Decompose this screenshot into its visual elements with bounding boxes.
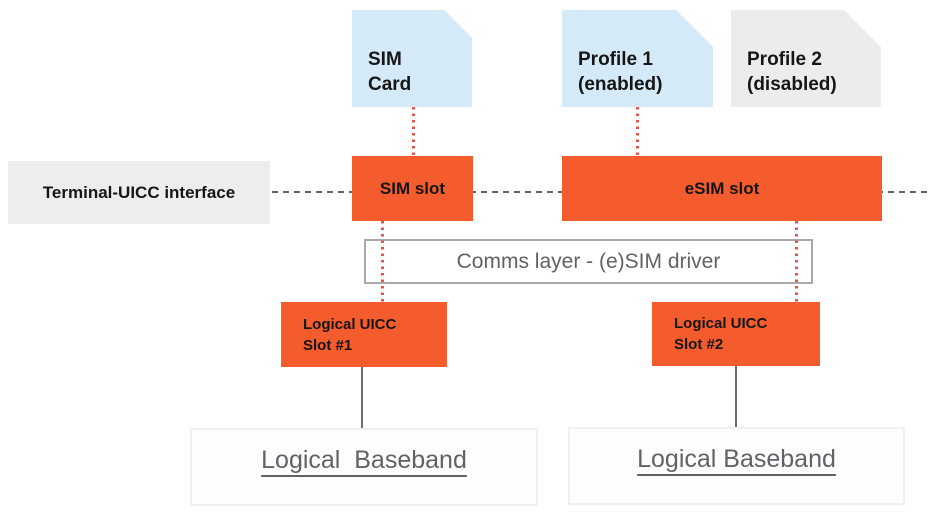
sim-card-label: SIM Card [368, 48, 412, 95]
logical-uicc-slot-1-node: Logical UICC Slot #1 [281, 302, 447, 367]
logical-uicc-slot-1-label: Logical UICC Slot #1 [303, 315, 397, 354]
logical-baseband-2-node: Logical Baseband [568, 427, 905, 505]
esim-slot-node: eSIM slot [562, 156, 882, 221]
esim-slot-label: eSIM slot [684, 178, 760, 198]
logical-uicc-slot-2-node: Logical UICC Slot #2 [652, 302, 820, 366]
connector-slot-2-to-baseband-2 [735, 366, 737, 427]
logical-uicc-slot-2-label: Logical UICC Slot #2 [674, 315, 768, 353]
comms-layer-node: Comms layer - (e)SIM driver [364, 239, 813, 284]
terminal-uicc-interface-label: Terminal-UICC interface [8, 161, 270, 224]
profile-1-label: Profile 1 (enabled) [578, 48, 663, 95]
profile-2-label: Profile 2 (disabled) [747, 48, 837, 95]
logical-baseband-2-label: Logical Baseband [637, 445, 836, 473]
connector-sim-slot-to-logical-uicc-slot-1 [381, 221, 384, 302]
connector-profile-1-to-esim-slot [636, 107, 639, 156]
sim-slot-label: SIM slot [379, 178, 446, 198]
connector-slot-1-to-baseband-1 [361, 367, 363, 428]
comms-layer-label: Comms layer - (e)SIM driver [456, 249, 721, 273]
terminal-uicc-interface-text: Terminal-UICC interface [42, 182, 236, 202]
logical-baseband-1-label: Logical Baseband [261, 446, 467, 474]
connector-sim-card-to-sim-slot [412, 107, 415, 156]
profile-2-node: Profile 2 (disabled) [731, 10, 881, 107]
sim-card-node: SIM Card [352, 10, 472, 107]
profile-1-node: Profile 1 (enabled) [562, 10, 713, 107]
connector-esim-slot-to-logical-uicc-slot-2 [795, 221, 798, 302]
logical-baseband-1-node: Logical Baseband [190, 428, 538, 506]
sim-slot-node: SIM slot [352, 156, 473, 221]
